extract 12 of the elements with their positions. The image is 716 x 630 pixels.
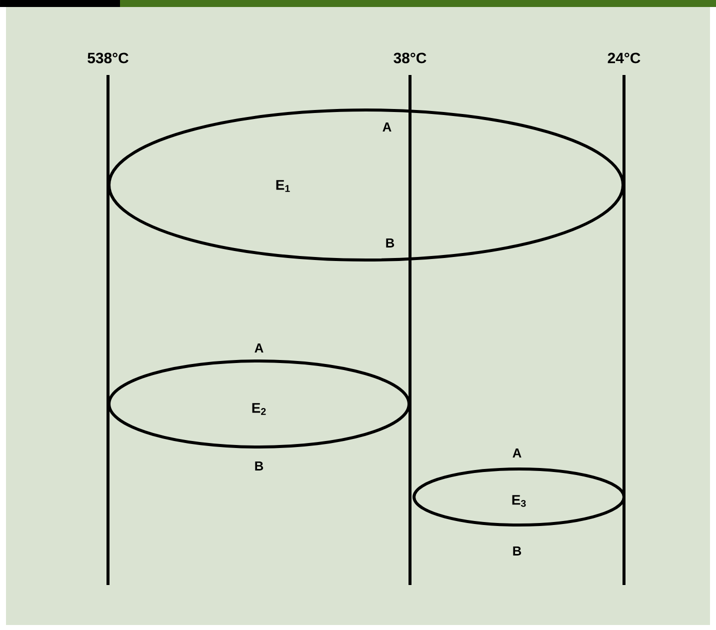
engine-label: E$_{3}$: [512, 495, 526, 507]
temperature-label: 38°C: [394, 52, 426, 64]
temperature-label: 538°C: [88, 52, 128, 64]
port-label: B: [255, 462, 264, 470]
port-label: A: [512, 448, 522, 458]
port-label: B: [513, 546, 522, 556]
engine-label: E$_{1}$: [276, 180, 290, 192]
port-label: A: [254, 344, 264, 352]
temperature-label: 24°C: [608, 52, 640, 64]
engine-label: E$_{2}$: [252, 403, 266, 415]
port-label: A: [382, 122, 392, 132]
port-label: B: [386, 238, 394, 248]
